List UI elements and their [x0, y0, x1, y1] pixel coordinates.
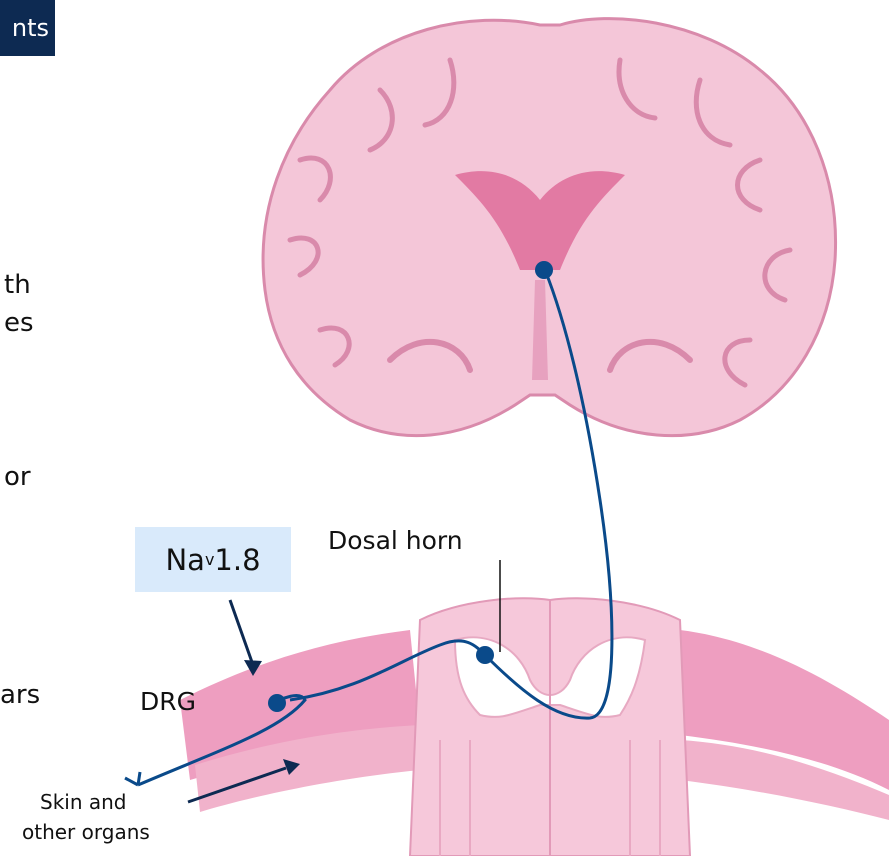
- spinal-cord: [180, 598, 889, 856]
- brain-section: [263, 19, 835, 436]
- nav18-prefix: Na: [165, 543, 204, 577]
- dorsal-horn-node: [476, 646, 494, 664]
- drg-node: [268, 694, 286, 712]
- brain-node: [535, 261, 553, 279]
- dorsal-horn-label: Dosal horn: [328, 526, 463, 555]
- nav-arrow-shaft: [230, 600, 253, 665]
- skin-label-line2: other organs: [22, 820, 150, 844]
- drg-label: DRG: [140, 687, 196, 716]
- nav18-suffix: 1.8: [214, 543, 260, 577]
- nav18-subscript: v: [205, 550, 214, 569]
- skin-label-line1: Skin and: [40, 790, 127, 814]
